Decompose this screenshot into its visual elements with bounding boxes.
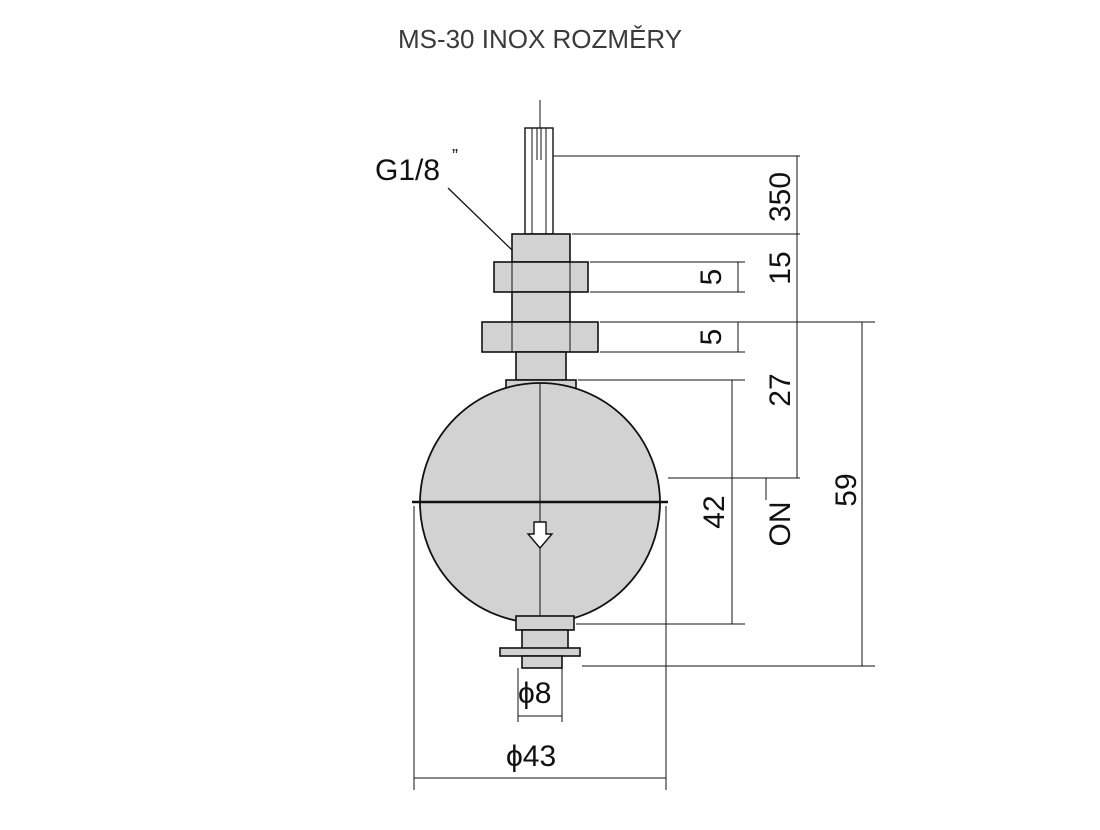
- dim-total-length: 59: [830, 473, 863, 506]
- stem-upper: [515, 351, 567, 381]
- float-ball: [412, 382, 668, 624]
- threaded-stem: [511, 291, 571, 323]
- thread-quote: ”: [452, 146, 458, 166]
- drawing-title: MS-30 INOX ROZMĚRY: [397, 24, 683, 54]
- dim-nut-upper: 5: [695, 269, 728, 286]
- thread-fitting: [511, 233, 571, 263]
- dim-to-switch: 27: [764, 373, 797, 406]
- dim-stem-diameter: ϕ8: [518, 677, 552, 710]
- cable: [524, 127, 554, 235]
- upper-nut: [493, 261, 589, 293]
- bottom-tip: [521, 655, 563, 669]
- switch-on-label: ON: [764, 502, 797, 547]
- diameter-lines: [413, 506, 667, 790]
- lower-nut: [481, 321, 599, 353]
- bottom-stem: [521, 629, 569, 651]
- dim-float-height: 42: [698, 495, 731, 528]
- bottom-washer: [499, 647, 581, 657]
- dim-nut-lower: 5: [695, 329, 728, 346]
- thread-leader: [447, 187, 513, 251]
- dim-thread-length: 15: [764, 251, 797, 284]
- thread-label: G1/8: [375, 154, 440, 187]
- bottom-collar: [515, 615, 575, 631]
- dim-cable-length: 350: [764, 172, 797, 222]
- dim-float-diameter: ϕ43: [506, 740, 556, 773]
- dimension-lines: [731, 156, 863, 666]
- direction-arrow-icon: [526, 521, 554, 550]
